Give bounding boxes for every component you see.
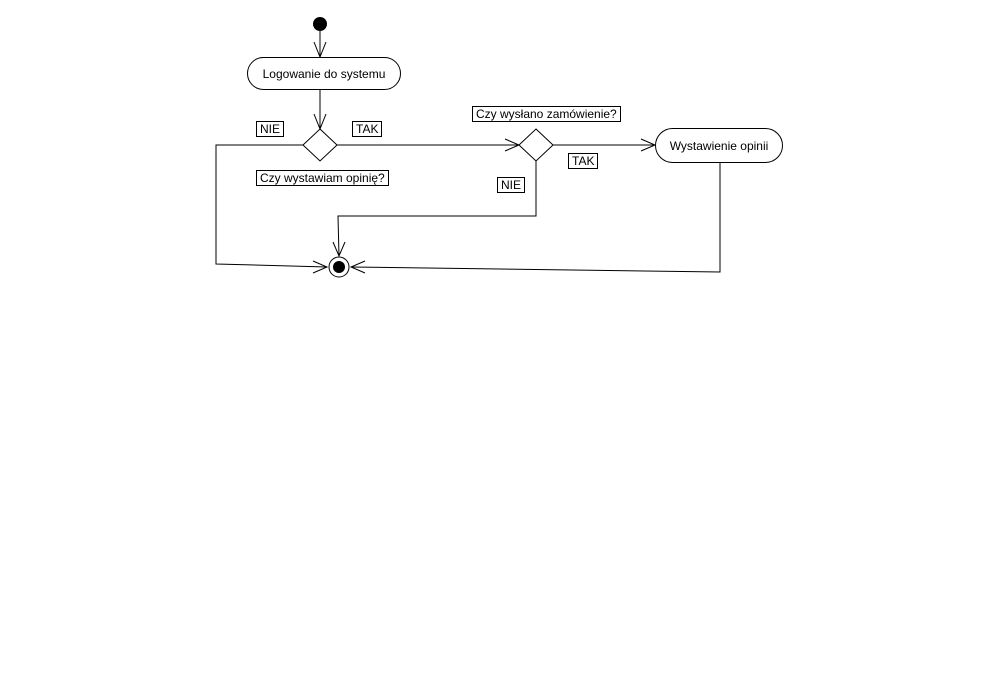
guard-label-no-1: NIE — [256, 121, 285, 137]
flow-decision-1-yes-to-decision-2 — [337, 138, 521, 152]
decision-node-order-sent — [518, 128, 554, 162]
flow-decision-2-no-to-final — [332, 161, 537, 258]
guard-label-no-2: NIE — [497, 177, 526, 193]
decision-label-order-sent: Czy wysłano zamówienie? — [472, 106, 621, 122]
final-node — [328, 256, 350, 278]
decision-label-give-review: Czy wystawiam opinię? — [256, 170, 389, 186]
initial-node — [313, 17, 327, 31]
activity-review: Wystawienie opinii — [655, 128, 783, 163]
flow-decision-2-yes-to-review — [553, 138, 657, 152]
flow-initial-to-login — [313, 31, 327, 59]
flow-login-to-decision-1 — [313, 90, 327, 131]
flow-decision-1-no-to-final — [215, 144, 329, 274]
activity-login: Logowanie do systemu — [247, 57, 401, 90]
guard-label-yes-2: TAK — [568, 153, 599, 169]
guard-label-yes-1: TAK — [352, 121, 383, 137]
flow-review-to-final — [349, 163, 721, 274]
decision-node-give-review — [302, 128, 338, 162]
